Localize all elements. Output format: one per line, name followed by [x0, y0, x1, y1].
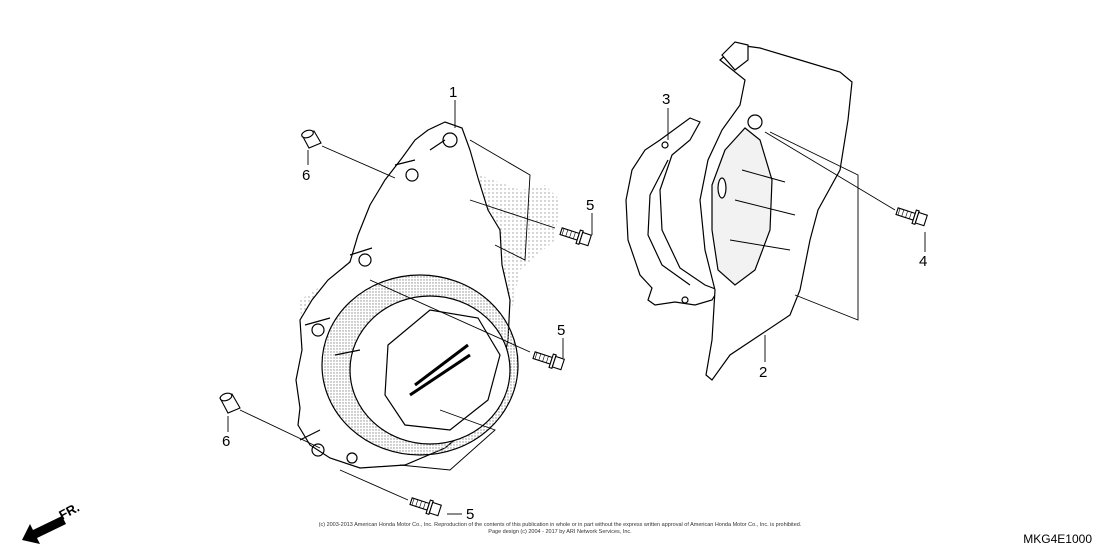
assembly-line-bolt-bottom — [339, 469, 409, 501]
left-cover-boss-upper — [405, 168, 419, 182]
bolt-middle[interactable] — [532, 349, 566, 372]
left-cover-emblem — [409, 343, 471, 397]
gasket-outline — [625, 117, 719, 306]
dowel-pin-bottom[interactable] — [219, 392, 241, 414]
sprocket-cover-inner-opening — [711, 127, 773, 286]
left-cover-boss-mid — [358, 253, 372, 267]
front-arrow-icon — [22, 516, 66, 544]
leader-lines — [227, 100, 926, 515]
gasket-hole-top — [661, 141, 669, 149]
bolt-right-thread — [897, 208, 912, 219]
diagram-code: MKG4E1000 — [1023, 532, 1092, 546]
front-direction-indicator: FR. — [22, 500, 82, 544]
assembly-line-bolt-top — [469, 199, 556, 229]
sprocket-cover-tab — [721, 41, 749, 71]
bolt-bottom-head — [428, 501, 443, 517]
bolt-right-head — [914, 211, 929, 227]
sprocket-cover-slot — [717, 177, 727, 199]
callout-part-2: 2 — [759, 364, 767, 381]
gasket-inner-edge — [647, 159, 691, 286]
dowel-pin-bottom-end — [219, 392, 233, 402]
dowel-pin-top[interactable] — [301, 129, 322, 149]
left-cover-boss-right — [346, 452, 358, 464]
left-cover-boss-bottom — [311, 443, 325, 457]
bolt-middle-head — [551, 355, 566, 371]
copyright-line-2: Page design (c) 2004 - 2017 by ARI Netwo… — [488, 529, 632, 535]
bolt-top-shank — [559, 227, 580, 241]
bolt-top-thread — [561, 228, 576, 239]
callout-part-1: 1 — [449, 84, 457, 101]
callout-part-4: 4 — [919, 253, 927, 270]
assembly-line-dowel-top — [321, 145, 396, 179]
copyright-notice: (c) 2003-2013 American Honda Motor Co., … — [250, 522, 870, 536]
callout-part-6-bottom: 6 — [222, 433, 230, 450]
callout-part-5-top: 5 — [586, 197, 594, 214]
bolt-bottom-thread — [411, 498, 426, 509]
bolt-top-head — [578, 231, 593, 247]
callout-part-5-bottom: 5 — [466, 506, 474, 523]
sprocket-cover-boss — [747, 114, 763, 130]
left-cover-boss-top — [442, 132, 458, 148]
callout-part-3: 3 — [662, 91, 670, 108]
bolt-right[interactable] — [895, 205, 929, 228]
left-cover-ribs — [299, 139, 446, 441]
cover-gasket[interactable] — [625, 117, 719, 306]
bolt-top[interactable] — [559, 225, 593, 248]
sprocket-cover-outline — [699, 44, 853, 381]
bolt-bottom-shank — [409, 497, 430, 511]
sprocket-cover-mating-plane — [769, 131, 859, 321]
assembly-line-bolt-right — [764, 131, 896, 211]
left-cover-boss-left — [311, 323, 325, 337]
bolt-middle-shank — [532, 351, 553, 365]
assembly-line-dowel-bottom — [239, 409, 321, 449]
left-cover-mating-plane-bottom — [399, 409, 496, 471]
sprocket-cover-inner-ribs — [729, 169, 796, 251]
gasket-hole-bottom — [681, 296, 689, 304]
bolt-bottom[interactable] — [409, 495, 443, 518]
assembly-line-bolt-middle — [369, 279, 531, 353]
copyright-line-1: (c) 2003-2013 American Honda Motor Co., … — [318, 522, 802, 528]
dowel-pin-top-end — [301, 129, 314, 139]
left-cover-emblem-plate — [384, 309, 501, 431]
bolt-right-shank — [895, 207, 916, 221]
sprocket-cover[interactable] — [699, 41, 859, 381]
bolt-middle-thread — [534, 352, 549, 363]
callout-part-5-middle: 5 — [557, 322, 565, 339]
callout-part-6-top: 6 — [302, 167, 310, 184]
left-cover-mating-plane — [469, 139, 531, 261]
left-crankcase-cover[interactable] — [295, 121, 560, 471]
